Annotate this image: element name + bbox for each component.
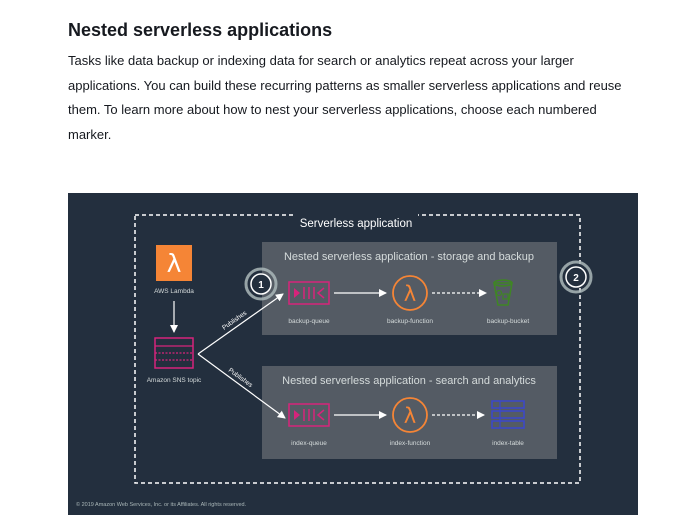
marker-2-number: 2: [573, 273, 579, 284]
diagram-canvas: Serverless application Nested serverless…: [134, 209, 593, 484]
svg-text:λ: λ: [404, 282, 416, 306]
backup-bucket-icon: [493, 279, 513, 306]
lambda-label: AWS Lambda: [154, 288, 194, 295]
index-function-label: index-function: [390, 440, 431, 447]
publishes-arrow-bottom: [197, 353, 286, 419]
backup-queue-icon: [288, 281, 330, 305]
architecture-diagram: Serverless application Nested serverless…: [68, 193, 638, 515]
search-analytics-title: Nested serverless application - search a…: [282, 375, 536, 387]
publishes-arrow-top: [197, 293, 284, 355]
page-heading: Nested serverless applications: [68, 20, 333, 40]
storage-backup-title: Nested serverless application - storage …: [284, 251, 534, 263]
svg-text:λ: λ: [404, 404, 416, 428]
backup-queue-label: backup-queue: [288, 318, 330, 325]
backup-function-label: backup-function: [387, 318, 433, 325]
svg-text:λ: λ: [167, 249, 182, 278]
marker-1[interactable]: 1: [244, 267, 278, 301]
index-table-label: index-table: [492, 440, 524, 447]
intro-paragraph: Tasks like data backup or indexing data …: [68, 53, 622, 142]
serverless-application-boundary: [134, 214, 581, 484]
marker-2[interactable]: 2: [559, 260, 593, 294]
index-table-icon: [491, 400, 525, 429]
index-queue-icon: [288, 403, 330, 427]
backup-function-icon: λ: [392, 275, 428, 311]
sns-topic-label: Amazon SNS topic: [147, 377, 202, 384]
marker-1-number: 1: [258, 280, 264, 291]
search-analytics-group: [262, 366, 557, 459]
copyright-notice: © 2019 Amazon Web Services, Inc. or its …: [76, 502, 247, 508]
sns-topic-icon: [154, 337, 194, 369]
backup-bucket-label: backup-bucket: [487, 318, 529, 325]
index-function-icon: λ: [392, 397, 428, 433]
serverless-application-title: Serverless application: [300, 218, 413, 230]
index-queue-label: index-queue: [291, 440, 327, 447]
lambda-icon: λ: [156, 245, 192, 281]
storage-backup-group: [262, 242, 557, 335]
